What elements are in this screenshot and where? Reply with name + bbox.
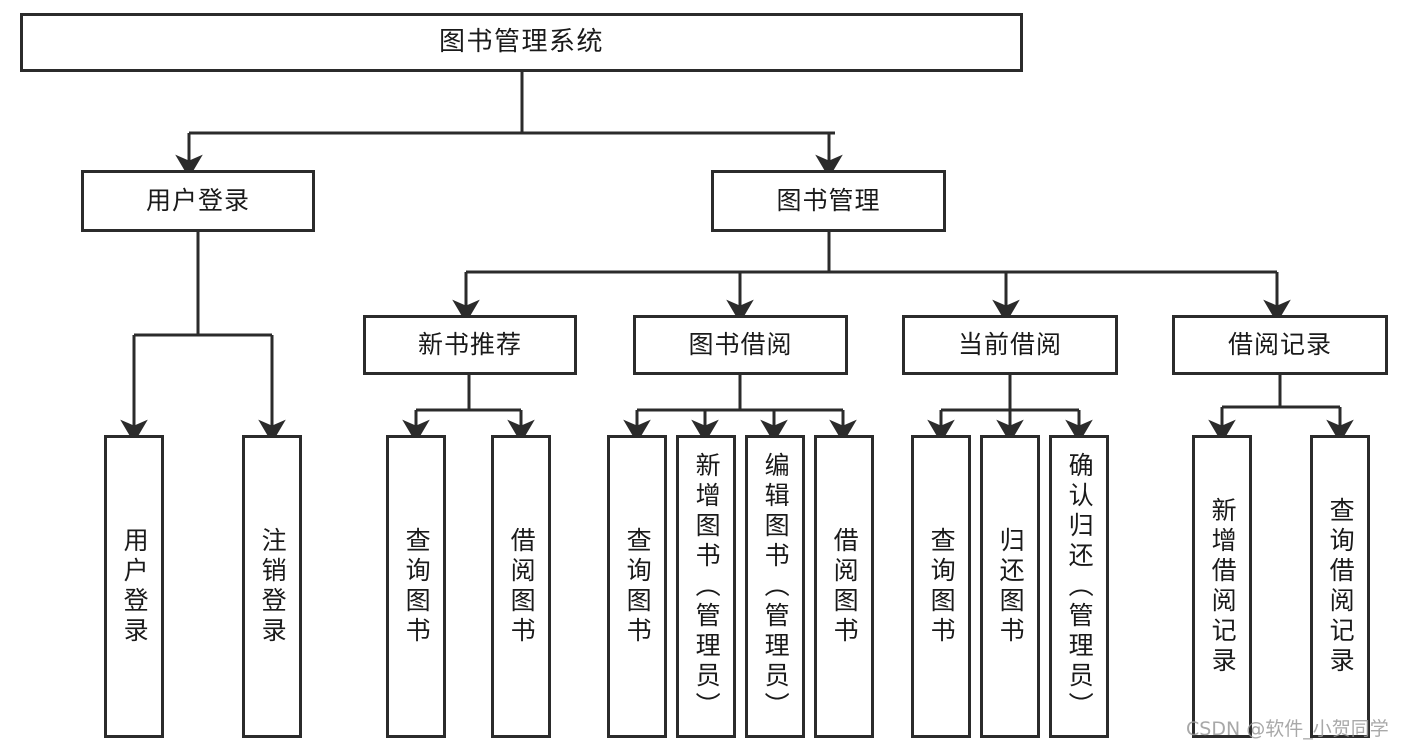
node-label: 借阅图书 <box>830 526 860 647</box>
node-label: 归还图书 <box>996 526 1026 647</box>
leaf-add-borrow-record[interactable]: 新增借阅记录 <box>1192 435 1252 738</box>
leaf-return-book[interactable]: 归还图书 <box>980 435 1040 738</box>
node-label: 查询图书 <box>927 526 957 647</box>
node-label: 确认归还（管理员） <box>1065 451 1095 722</box>
node-label: 用户登录 <box>145 186 250 216</box>
node-label: 查询图书 <box>623 526 653 647</box>
node-new-book-recommendation[interactable]: 新书推荐 <box>363 315 577 375</box>
node-label: 当前借阅 <box>957 330 1062 360</box>
leaf-query-book-new-book[interactable]: 查询图书 <box>386 435 446 738</box>
node-label: 借阅记录 <box>1227 330 1332 360</box>
leaf-query-book-borrow[interactable]: 查询图书 <box>607 435 667 738</box>
leaf-user-login[interactable]: 用户登录 <box>104 435 164 738</box>
leaf-add-book-admin[interactable]: 新增图书（管理员） <box>676 435 736 738</box>
node-label: 图书借阅 <box>688 330 793 360</box>
leaf-query-book-current[interactable]: 查询图书 <box>911 435 971 738</box>
node-label: 编辑图书（管理员） <box>761 451 791 722</box>
node-label: 注销登录 <box>258 526 288 647</box>
leaf-logout[interactable]: 注销登录 <box>242 435 302 738</box>
node-label: 用户登录 <box>120 526 150 647</box>
node-label: 图书管理 <box>776 186 881 216</box>
node-label: 借阅图书 <box>507 526 537 647</box>
node-label: 新增借阅记录 <box>1208 496 1238 677</box>
csdn-watermark: CSDN @软件_小贺同学 <box>1186 718 1389 740</box>
leaf-borrow-book-new-book[interactable]: 借阅图书 <box>491 435 551 738</box>
node-book-manage[interactable]: 图书管理 <box>711 170 946 232</box>
node-label: 查询图书 <box>402 526 432 647</box>
node-label: 新书推荐 <box>417 330 522 360</box>
node-label: 图书管理系统 <box>438 27 604 58</box>
node-current-borrow[interactable]: 当前借阅 <box>902 315 1118 375</box>
leaf-query-borrow-record[interactable]: 查询借阅记录 <box>1310 435 1370 738</box>
leaf-borrow-book[interactable]: 借阅图书 <box>814 435 874 738</box>
node-label: 新增图书（管理员） <box>692 451 722 722</box>
node-book-borrow[interactable]: 图书借阅 <box>633 315 848 375</box>
node-borrow-record[interactable]: 借阅记录 <box>1172 315 1388 375</box>
leaf-edit-book-admin[interactable]: 编辑图书（管理员） <box>745 435 805 738</box>
node-root-book-management-system[interactable]: 图书管理系统 <box>20 13 1023 72</box>
node-user-login[interactable]: 用户登录 <box>81 170 315 232</box>
node-label: 查询借阅记录 <box>1326 496 1356 677</box>
leaf-confirm-return-admin[interactable]: 确认归还（管理员） <box>1049 435 1109 738</box>
